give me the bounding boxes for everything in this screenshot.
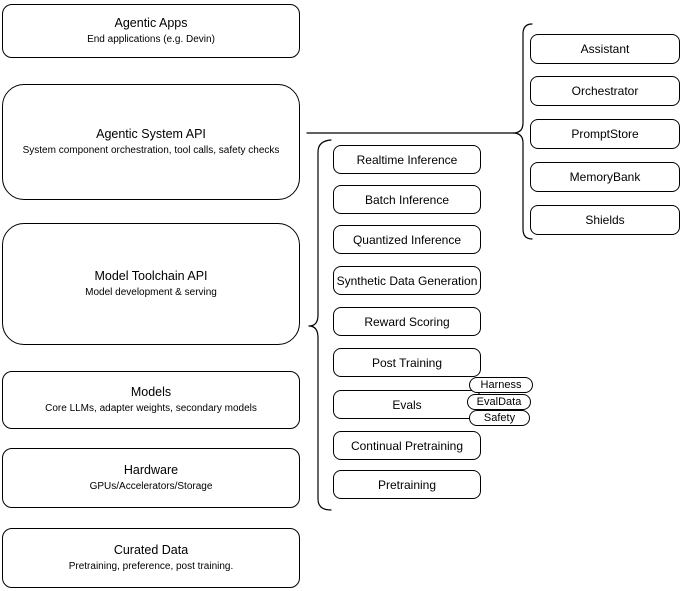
toolchain-item-reward-scoring: Reward Scoring (333, 307, 481, 336)
box-models-subtitle: Core LLMs, adapter weights, secondary mo… (45, 403, 257, 414)
box-model-toolchain-api-title: Model Toolchain API (94, 269, 208, 283)
box-model-toolchain-api-subtitle: Model development & serving (85, 287, 217, 298)
box-models-title: Models (130, 385, 172, 399)
toolchain-item-post-training: Post Training (333, 348, 481, 377)
system-components-brace (512, 23, 533, 240)
box-agentic-system-api: Agentic System API System component orch… (2, 84, 300, 200)
toolchain-item-realtime-inference: Realtime Inference (333, 145, 481, 174)
toolchain-item-batch-inference: Batch Inference (333, 185, 481, 214)
box-agentic-system-api-title: Agentic System API (96, 127, 206, 141)
toolchain-item-quantized-inference: Quantized Inference (333, 225, 481, 254)
box-curated-data: Curated Data Pretraining, preference, po… (2, 528, 300, 588)
box-hardware: Hardware GPUs/Accelerators/Storage (2, 448, 300, 508)
component-promptstore: PromptStore (530, 119, 680, 149)
box-agentic-system-api-subtitle: System component orchestration, tool cal… (22, 145, 280, 156)
eval-tag-safety: Safety (469, 410, 530, 426)
toolchain-item-pretraining: Pretraining (333, 470, 481, 499)
box-agentic-apps-subtitle: End applications (e.g. Devin) (87, 34, 215, 45)
toolchain-item-evals: Evals (333, 390, 481, 419)
toolchain-group-bracket (308, 139, 332, 511)
component-shields: Shields (530, 205, 680, 235)
box-hardware-subtitle: GPUs/Accelerators/Storage (89, 481, 213, 492)
box-agentic-apps-title: Agentic Apps (114, 16, 188, 30)
toolchain-item-synthetic-data-generation: Synthetic Data Generation (333, 266, 481, 295)
box-model-toolchain-api: Model Toolchain API Model development & … (2, 223, 300, 345)
component-orchestrator: Orchestrator (530, 76, 680, 106)
box-agentic-apps: Agentic Apps End applications (e.g. Devi… (2, 4, 300, 58)
box-hardware-title: Hardware (123, 463, 179, 477)
eval-tag-evaldata: EvalData (467, 394, 531, 410)
toolchain-item-continual-pretraining: Continual Pretraining (333, 431, 481, 460)
component-assistant: Assistant (530, 34, 680, 64)
eval-tag-harness: Harness (469, 377, 533, 393)
box-models: Models Core LLMs, adapter weights, secon… (2, 371, 300, 429)
box-curated-data-title: Curated Data (113, 543, 189, 557)
box-curated-data-subtitle: Pretraining, preference, post training. (68, 561, 234, 572)
component-memorybank: MemoryBank (530, 162, 680, 192)
